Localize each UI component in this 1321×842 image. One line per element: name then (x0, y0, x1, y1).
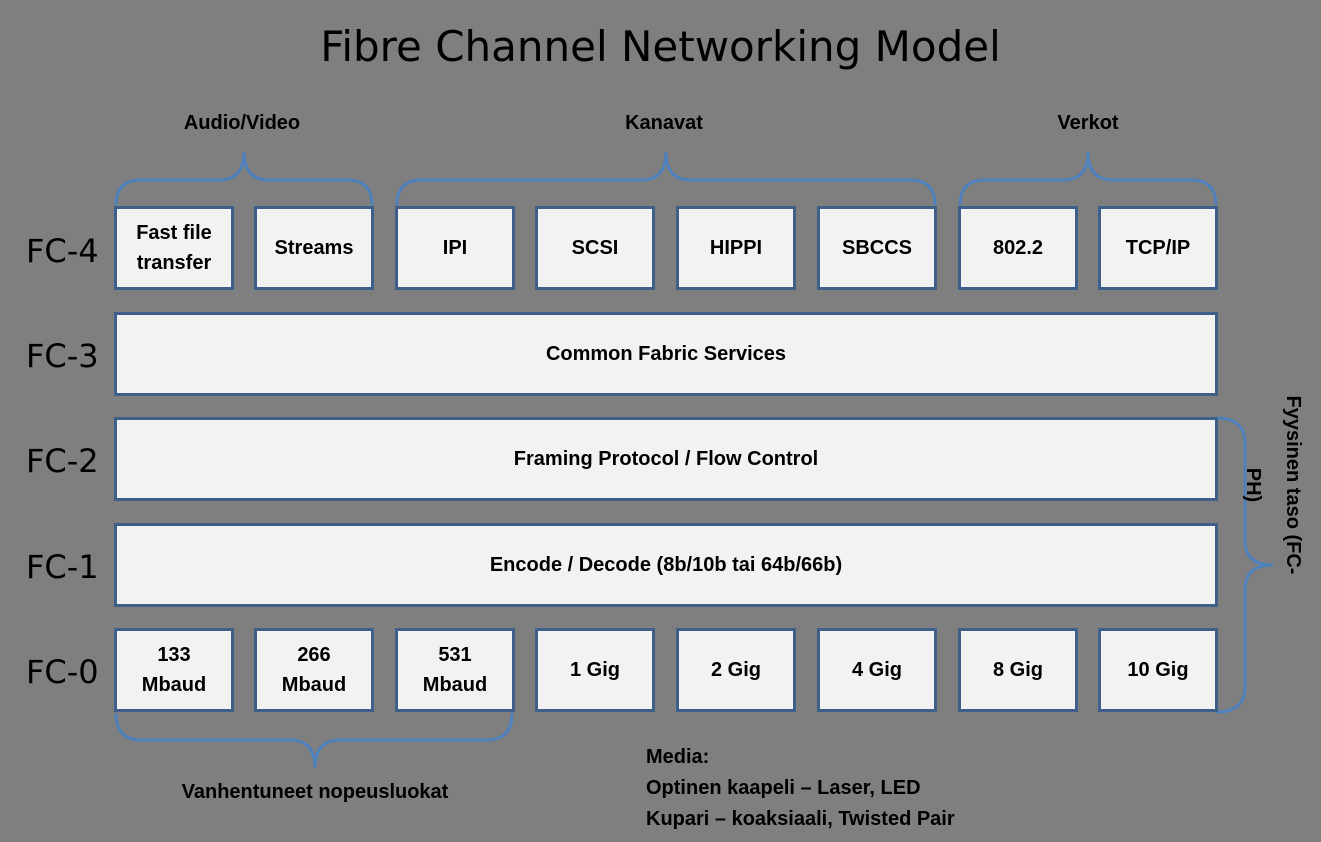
fc0-item-label: 2 Gig (710, 659, 761, 681)
brace-physical (1215, 416, 1274, 714)
fc4-box-fast-file-transfer: Fast file transfer (114, 206, 234, 290)
brace-audio-video (114, 151, 374, 206)
group-label-kanavat: Kanavat (625, 112, 703, 134)
level-label-fc4: FC-4 (26, 232, 99, 270)
media-block: Media: Optinen kaapeli – Laser, LED Kupa… (646, 742, 955, 835)
fc4-item-label: 802.2 (992, 237, 1044, 259)
level-label-fc2: FC-2 (26, 442, 99, 480)
fc3-common-fabric-services: Common Fabric Services (114, 312, 1218, 396)
diagram-title: Fibre Channel Networking Model (320, 22, 1001, 71)
fc1-encode-decode: Encode / Decode (8b/10b tai 64b/66b) (114, 523, 1218, 607)
fc4-item-label: Fast file transfer (136, 222, 212, 274)
fc4-box-ipi: IPI (395, 206, 515, 290)
fc0-item-label: 133 Mbaud (141, 644, 207, 696)
fc0-box-266-mbaud: 266 Mbaud (254, 628, 374, 712)
fc1-label: Encode / Decode (8b/10b tai 64b/66b) (489, 554, 843, 576)
fc4-item-label: HIPPI (709, 237, 763, 259)
fc3-label: Common Fabric Services (545, 343, 787, 365)
fc0-box-8-gig: 8 Gig (958, 628, 1078, 712)
group-label-audio-video: Audio/Video (183, 112, 301, 134)
fc0-box-1-gig: 1 Gig (535, 628, 655, 712)
fc4-item-label: SCSI (571, 237, 619, 259)
fc0-item-label: 8 Gig (992, 659, 1043, 681)
level-label-fc0: FC-0 (26, 653, 99, 691)
fc4-item-label: Streams (274, 237, 354, 259)
media-heading: Media: (646, 746, 710, 768)
fc2-framing-protocol: Framing Protocol / Flow Control (114, 417, 1218, 501)
fc0-box-531-mbaud: 531 Mbaud (395, 628, 515, 712)
media-line-optical: Optinen kaapeli – Laser, LED (646, 777, 921, 799)
fc0-box-133-mbaud: 133 Mbaud (114, 628, 234, 712)
fc4-box-802-2: 802.2 (958, 206, 1078, 290)
fc0-item-label: 531 Mbaud (422, 644, 488, 696)
fc0-item-label: 1 Gig (569, 659, 620, 681)
fc4-box-sbccs: SBCCS (817, 206, 937, 290)
level-label-fc3: FC-3 (26, 337, 99, 375)
fc4-box-scsi: SCSI (535, 206, 655, 290)
fc0-box-10-gig: 10 Gig (1098, 628, 1218, 712)
brace-legacy (114, 712, 514, 769)
fc0-item-label: 10 Gig (1127, 659, 1189, 681)
fc4-box-hippi: HIPPI (676, 206, 796, 290)
group-label-verkot: Verkot (1057, 112, 1119, 134)
fc0-box-2-gig: 2 Gig (676, 628, 796, 712)
fc4-box-tcp-ip: TCP/IP (1098, 206, 1218, 290)
legacy-speeds-label: Vanhentuneet nopeusluokat (181, 781, 449, 803)
fc0-item-label: 4 Gig (851, 659, 902, 681)
brace-verkot (958, 151, 1218, 206)
fc0-item-label: 266 Mbaud (281, 644, 347, 696)
fc2-label: Framing Protocol / Flow Control (513, 448, 819, 470)
fc4-box-streams: Streams (254, 206, 374, 290)
fc0-box-4-gig: 4 Gig (817, 628, 937, 712)
fc4-item-label: SBCCS (841, 237, 912, 259)
brace-kanavat (395, 151, 937, 206)
physical-layer-label: Fyysinen taso (FC-PH) (1242, 395, 1304, 575)
media-line-copper: Kupari – koaksiaali, Twisted Pair (646, 808, 955, 830)
level-label-fc1: FC-1 (26, 548, 99, 586)
fc4-item-label: TCP/IP (1125, 237, 1191, 259)
fc4-item-label: IPI (442, 237, 468, 259)
